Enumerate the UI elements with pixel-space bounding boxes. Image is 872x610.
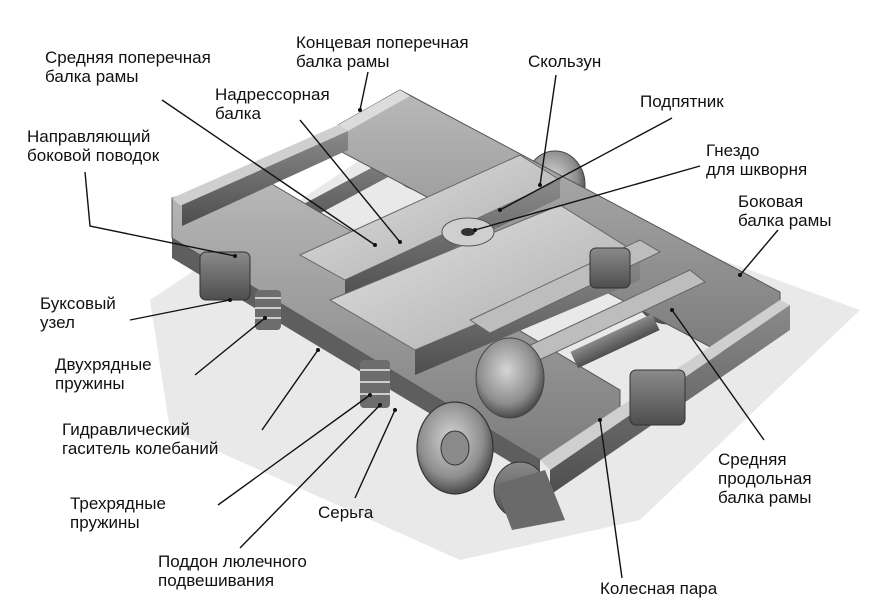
label-axle-box: Буксовый узел [40,294,116,332]
label-bolster: Надрессорная балка [215,85,330,123]
label-line: Боковая [738,192,804,211]
label-end-cross-beam: Концевая поперечная балка рамы [296,33,469,71]
leader-lines [84,71,779,579]
label-line: балка рамы [296,52,390,71]
label-line: пружины [70,513,140,532]
label-line: пружины [55,374,125,393]
label-line: Гидравлический [62,420,190,439]
label-line: Подпятник [640,92,724,111]
label-line: балка рамы [718,488,812,507]
label-line: Направляющий [27,127,151,146]
label-line: Средняя [718,450,787,469]
label-line: Надрессорная [215,85,330,104]
label-side-frame-beam: Боковая балка рамы [738,192,832,230]
label-line: балка рамы [45,67,139,86]
label-wheelset: Колесная пара [600,579,717,598]
label-line: балка [215,104,261,123]
label-line: боковой поводок [27,146,160,165]
label-line: Колесная пара [600,579,718,598]
label-line: Средняя поперечная [45,48,211,67]
label-line: продольная [718,469,812,488]
label-link-shackle: Серьга [318,503,373,522]
label-triple-row-springs: Трехрядные пружины [70,494,166,532]
label-line: узел [40,313,75,332]
label-line: подвешивания [158,571,275,590]
label-cradle-pan: Поддон люлечного подвешивания [158,552,307,590]
label-line: балка рамы [738,211,832,230]
label-line: Двухрядные [55,355,152,374]
label-kingpin-socket: Гнездо для шкворня [706,141,807,179]
label-guide-link: Направляющий боковой поводок [27,127,159,165]
label-side-bearing: Скользун [528,52,601,71]
label-line: Трехрядные [70,494,166,513]
label-line: Буксовый [40,294,116,313]
label-middle-longitudinal-beam: Средняя продольная балка рамы [718,450,812,507]
label-line: для шкворня [706,160,808,179]
label-line: Гнездо [706,141,760,160]
label-center-plate: Подпятник [640,92,724,111]
label-line: Скользун [528,52,602,71]
label-line: Серьга [318,503,374,522]
end-cross-beam [172,125,348,226]
axle-boxes [199,247,686,426]
label-line: гаситель колебаний [62,439,219,458]
label-double-row-springs: Двухрядные пружины [55,355,152,393]
label-hydraulic-damper: Гидравлический гаситель колебаний [62,420,218,458]
label-line: Поддон люлечного [158,552,307,571]
label-middle-cross-beam: Средняя поперечная балка рамы [45,48,211,86]
front-wheelset [416,337,565,530]
label-line: Концевая поперечная [296,33,469,52]
